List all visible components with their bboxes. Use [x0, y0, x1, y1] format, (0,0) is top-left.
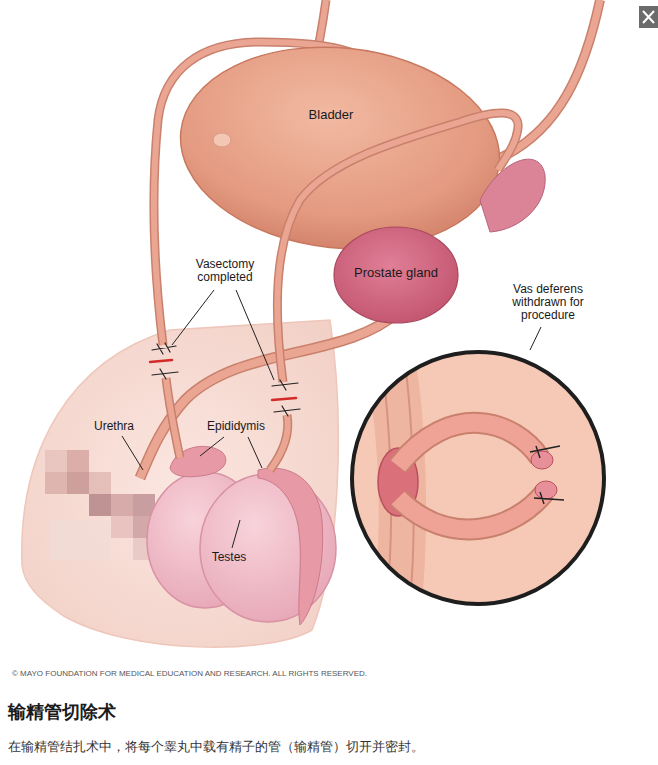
figure-title: 输精管切除术: [8, 700, 650, 723]
bladder: [170, 32, 509, 264]
cut-marks: [150, 343, 300, 416]
procedure-label: Vasectomy completed: [188, 258, 262, 284]
seminal-vesicle: [480, 159, 545, 232]
part-label: Urethra: [84, 420, 144, 434]
leader-lines: [122, 290, 541, 548]
close-icon: [639, 6, 658, 28]
copyright-note: © MAYO FOUNDATION FOR MEDICAL EDUCATION …: [12, 669, 367, 679]
part-label: Epididymis: [196, 420, 276, 434]
figure-caption: 在输精管结扎术中，将每个睾丸中载有精子的管（输精管）切开并密封。: [8, 739, 650, 756]
ureter-opening: [213, 133, 231, 147]
prostate: [334, 227, 458, 323]
organ-label: Bladder: [301, 108, 361, 123]
epididymis: [258, 468, 323, 625]
body-outline: [22, 320, 339, 647]
inset-detail: [352, 340, 604, 620]
part-label: Testes: [201, 551, 257, 565]
inset-label: Vas deferens withdrawn for procedure: [510, 283, 586, 323]
organ-label: Prostate gland: [341, 266, 451, 281]
